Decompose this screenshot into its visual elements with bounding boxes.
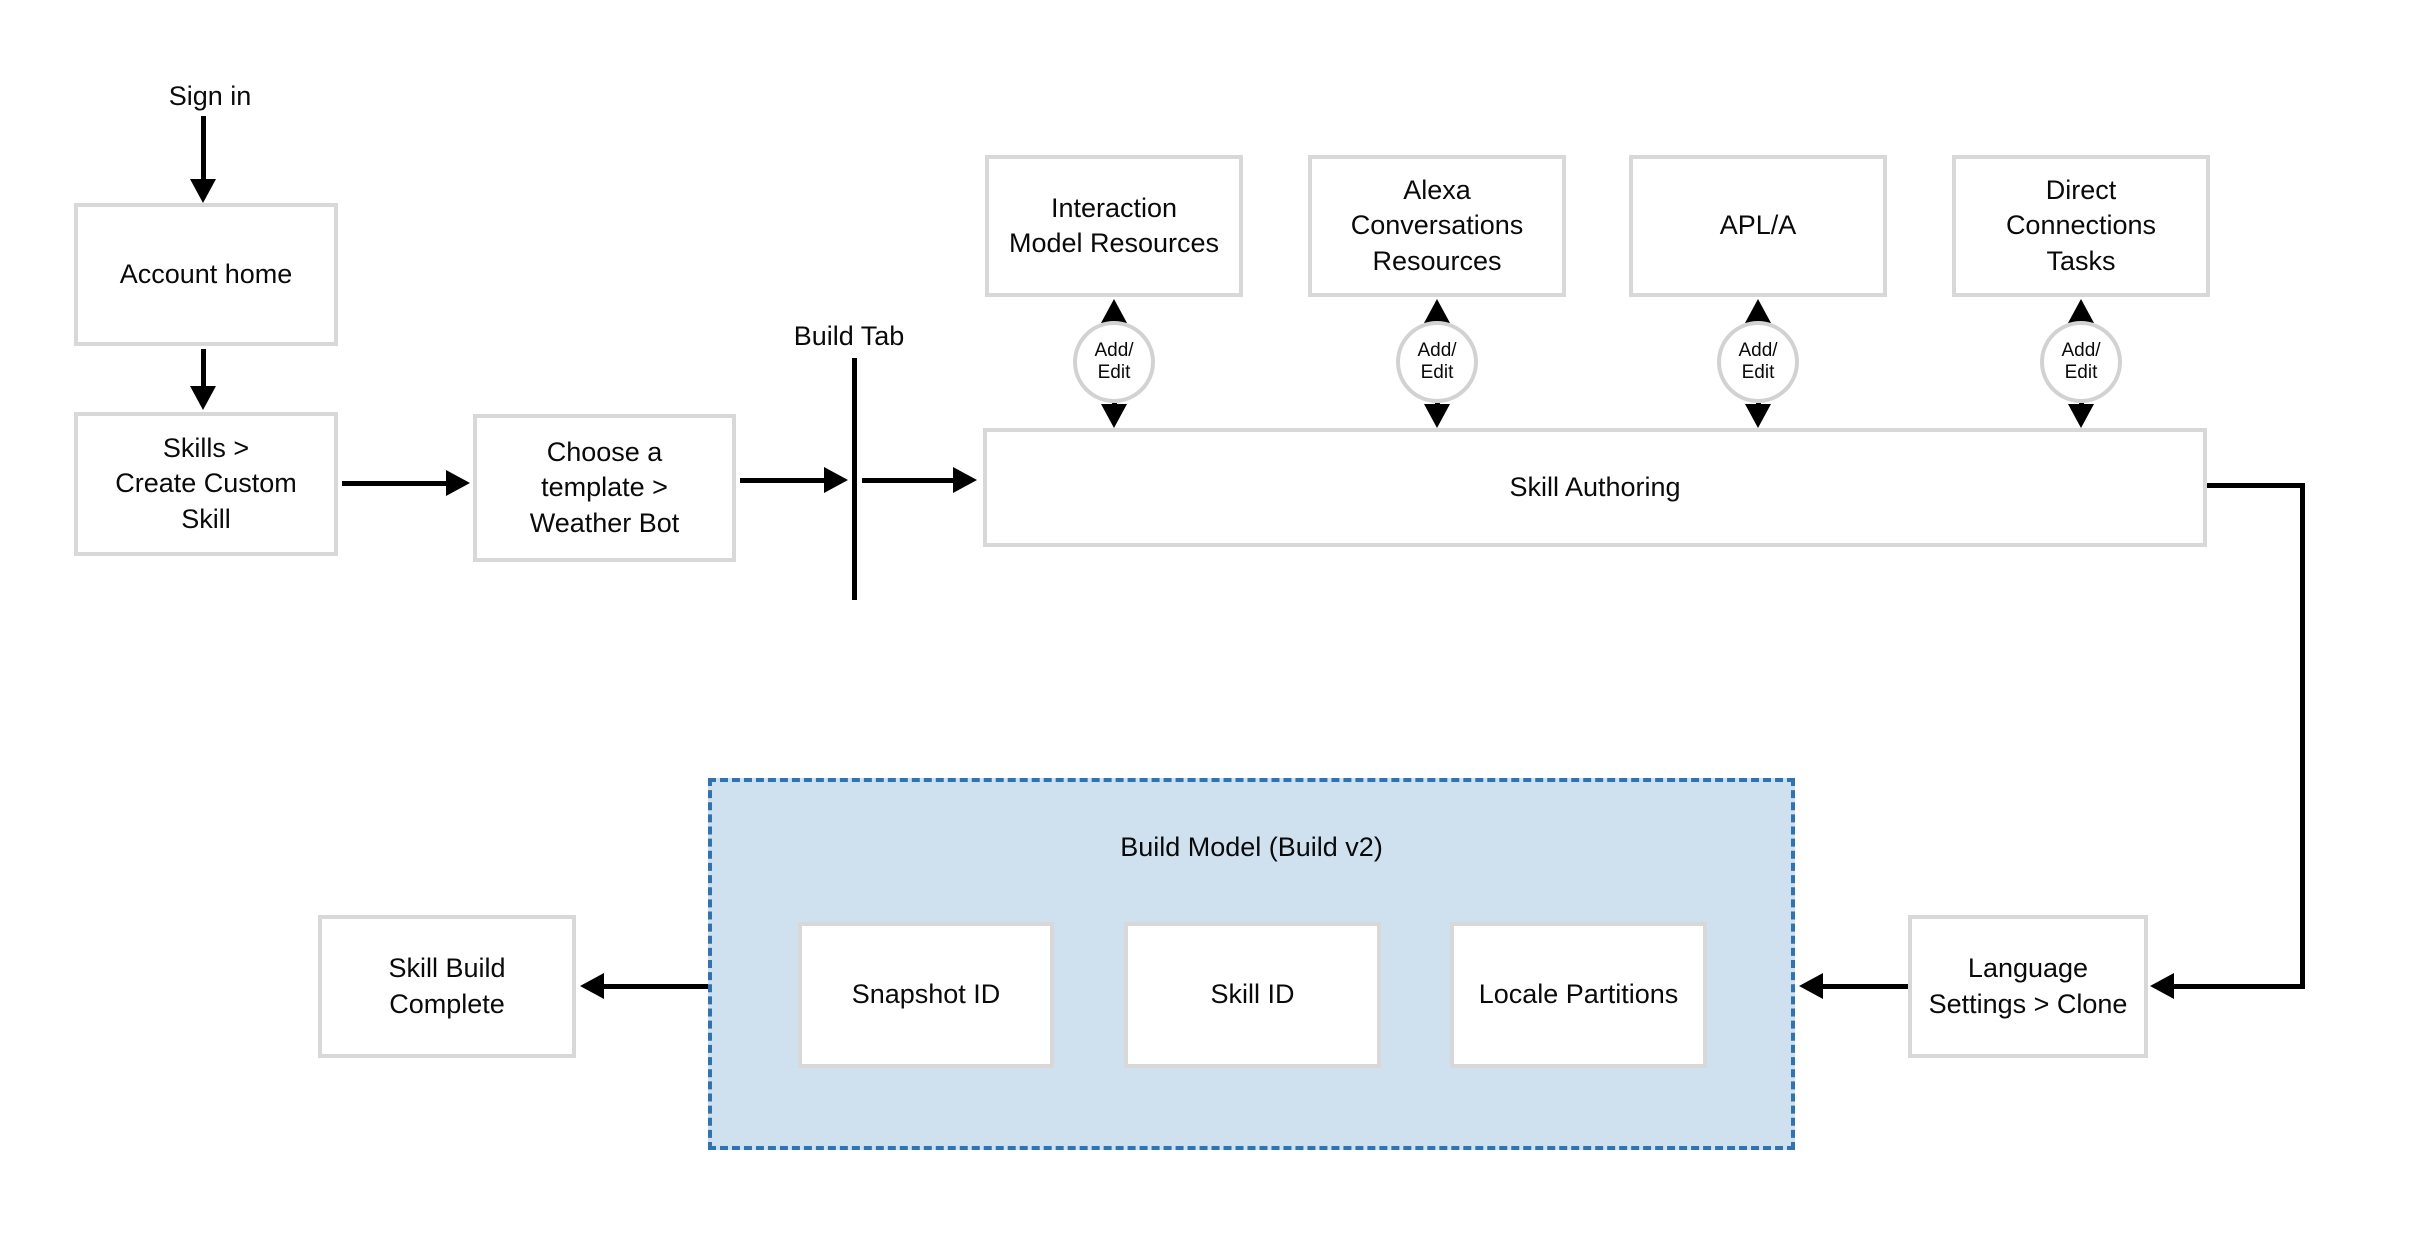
arrow-signin-to-account-line xyxy=(201,116,206,181)
arrow-addedit1-down-head xyxy=(1101,404,1127,428)
node-skill-id: Skill ID xyxy=(1124,922,1381,1068)
arrow-signin-to-account-head xyxy=(190,179,216,203)
arrow-language-to-buildmodel-line xyxy=(1821,984,1908,989)
arrow-template-to-buildtab-line xyxy=(740,478,826,483)
arrow-addedit4-up-line xyxy=(2079,317,2084,323)
arrow-account-to-skills-head xyxy=(190,386,216,410)
sign-in-label: Sign in xyxy=(168,81,252,111)
arrow-addedit3-up-line xyxy=(1756,317,1761,323)
node-choose-template: Choose a template > Weather Bot xyxy=(473,414,736,562)
arrow-template-to-buildtab-head xyxy=(824,467,848,493)
connector-into-language-line xyxy=(2170,984,2305,989)
node-snapshot-id: Snapshot ID xyxy=(798,922,1054,1068)
node-locale-partitions: Locale Partitions xyxy=(1450,922,1707,1068)
node-language-settings-clone: Language Settings > Clone xyxy=(1908,915,2148,1058)
arrow-addedit3-down-head xyxy=(1745,404,1771,428)
node-skill-authoring: Skill Authoring xyxy=(983,428,2207,547)
arrow-language-to-buildmodel-head xyxy=(1799,973,1823,999)
group-build-model-title: Build Model (Build v2) xyxy=(1120,832,1383,862)
add-edit-circle-2: Add/ Edit xyxy=(1396,321,1478,403)
add-edit-circle-1: Add/ Edit xyxy=(1073,321,1155,403)
arrow-buildtab-to-authoring-head xyxy=(953,467,977,493)
arrow-skills-to-template-head xyxy=(446,470,470,496)
arrow-skills-to-template-line xyxy=(342,481,448,486)
arrow-addedit2-up-line xyxy=(1435,317,1440,323)
arrow-buildmodel-to-complete-line xyxy=(602,984,708,989)
node-skill-build-complete: Skill Build Complete xyxy=(318,915,576,1058)
add-edit-circle-4: Add/ Edit xyxy=(2040,321,2122,403)
connector-into-language-head xyxy=(2150,973,2174,999)
node-interaction-model-resources: Interaction Model Resources xyxy=(985,155,1243,297)
arrow-buildtab-to-authoring-line xyxy=(862,478,954,483)
build-tab-divider-line xyxy=(852,358,857,600)
node-alexa-conversations-resources: Alexa Conversations Resources xyxy=(1308,155,1566,297)
node-direct-connections-tasks: Direct Connections Tasks xyxy=(1952,155,2210,297)
node-account-home: Account home xyxy=(74,203,338,346)
arrow-addedit2-down-head xyxy=(1424,404,1450,428)
connector-authoring-right-line xyxy=(2207,483,2305,488)
arrow-addedit4-down-head xyxy=(2068,404,2094,428)
arrow-addedit1-up-line xyxy=(1112,317,1117,323)
node-apl-a: APL/A xyxy=(1629,155,1887,297)
arrow-account-to-skills-line xyxy=(201,349,206,388)
add-edit-circle-3: Add/ Edit xyxy=(1717,321,1799,403)
build-tab-label: Build Tab xyxy=(793,321,905,351)
node-skills-create-custom-skill: Skills > Create Custom Skill xyxy=(74,412,338,556)
connector-authoring-down-line xyxy=(2300,483,2305,986)
arrow-buildmodel-to-complete-head xyxy=(580,973,604,999)
